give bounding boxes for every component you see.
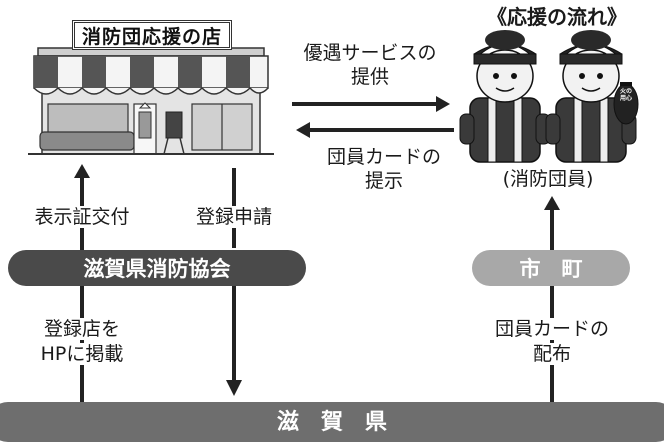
hp-listing-label-line1: 登録店を [24,318,140,340]
firefighter-members-icon [459,30,639,163]
card-present-arrow-left [296,122,454,138]
card-distribution-label-line2: 配布 [470,343,634,365]
card-distribution-label-line1: 団員カードの [470,318,634,340]
service-arrow-right [292,96,450,112]
city-to-member-arrow-up [544,196,560,250]
shop-building-icon [28,47,274,155]
card-present-label-line1: 団員カードの [326,146,441,168]
shop-sign: 消防団応援の店 [72,20,232,50]
association-label: 滋賀県消防協会 [83,257,231,281]
card-present-label-line2: 提示 [364,170,403,192]
shop-illustration: 消防団応援の店 [28,8,274,160]
register-apply-arrow-down [226,286,242,396]
flow-title: 《応援の流れ》 [487,5,627,29]
service-label-line2: 提供 [350,66,389,88]
prefecture-box: 滋 賀 県 [0,402,664,442]
hp-listing-label-line2: HPに掲載 [24,343,140,365]
member-label: (消防団員) [502,168,594,190]
city-label: 市 町 [519,257,583,281]
service-label-line1: 優遇サービスの [303,42,437,64]
register-apply-label: 登録申請 [172,206,296,228]
association-box: 滋賀県消防協会 [8,250,306,286]
shop-sign-text: 消防団応援の店 [81,25,222,48]
city-box: 市 町 [472,250,630,286]
prefecture-label: 滋 賀 県 [276,410,387,435]
lantern-badge-label: 火の用心 [620,88,633,102]
sticker-issue-label: 表示証交付 [14,206,150,228]
